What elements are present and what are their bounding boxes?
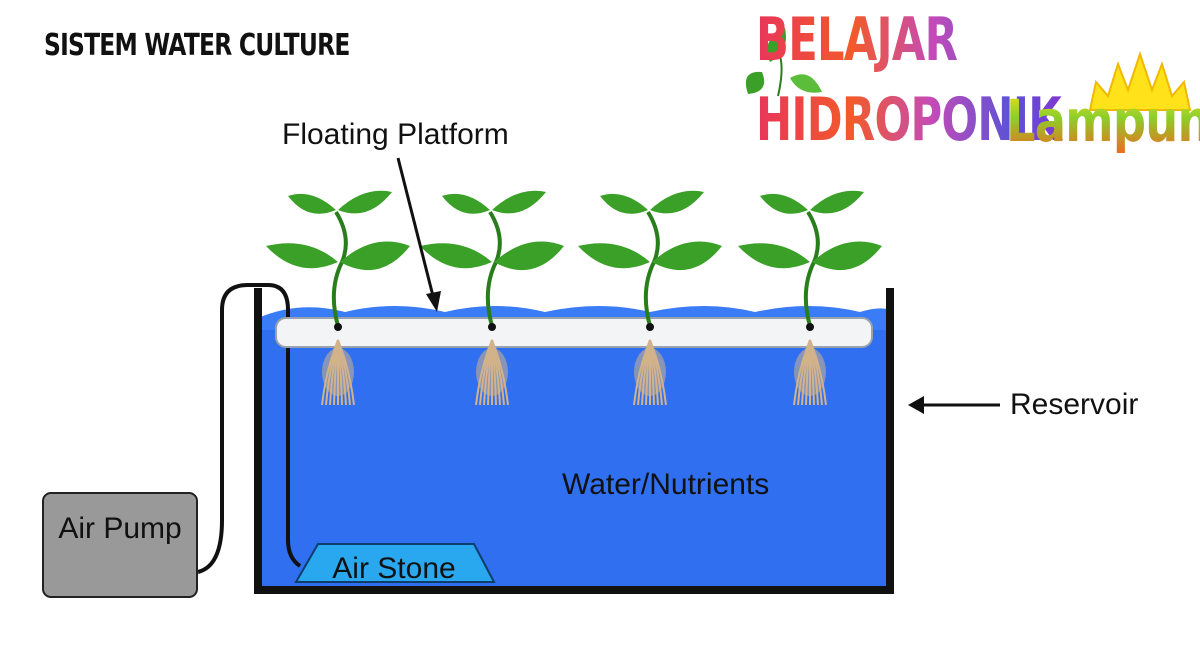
platform-hole bbox=[646, 323, 654, 331]
plant-leaf bbox=[288, 193, 336, 214]
plant-stem bbox=[331, 210, 348, 327]
plant-leaf bbox=[810, 190, 864, 214]
plant-leaf bbox=[420, 243, 492, 269]
plant bbox=[578, 190, 722, 406]
platform-hole bbox=[806, 323, 814, 331]
reservoir-tank bbox=[254, 288, 894, 594]
plant-leaf bbox=[340, 241, 410, 271]
plant-leaf bbox=[494, 241, 564, 271]
plant-leaf bbox=[650, 190, 704, 214]
air-stone bbox=[294, 543, 496, 583]
plant-roots bbox=[633, 339, 667, 406]
reservoir-arrow bbox=[908, 396, 1000, 414]
plant-leaf bbox=[266, 243, 338, 269]
plant-roots bbox=[321, 339, 355, 406]
platform-hole bbox=[334, 323, 342, 331]
plant-leaf bbox=[600, 193, 648, 214]
plant-leaf bbox=[492, 190, 546, 214]
logo-text-main: BELAJAR HIDROPONIK bbox=[756, 0, 1076, 160]
label-water-nutrients: Water/Nutrients bbox=[562, 468, 770, 501]
label-reservoir: Reservoir bbox=[1010, 388, 1139, 421]
platform-arrow bbox=[396, 157, 441, 312]
plant-stem bbox=[643, 210, 660, 327]
plant-roots bbox=[475, 339, 509, 406]
plant-leaf bbox=[738, 243, 810, 269]
plant-leaf bbox=[760, 193, 808, 214]
logo-leaf-icon bbox=[745, 28, 822, 97]
plant bbox=[266, 190, 410, 406]
diagram-title: SISTEM WATER CULTURE bbox=[44, 28, 350, 63]
plant-roots bbox=[793, 339, 827, 406]
plant-leaf bbox=[578, 243, 650, 269]
logo-text-sub: Lampung bbox=[1006, 86, 1200, 156]
plant-leaf bbox=[812, 241, 882, 271]
platform-hole bbox=[488, 323, 496, 331]
plants-group bbox=[266, 190, 882, 406]
label-air-pump: Air Pump bbox=[58, 512, 182, 545]
logo-crown-icon bbox=[1088, 50, 1192, 111]
label-floating-platform: Floating Platform bbox=[282, 118, 509, 151]
plant-leaf bbox=[338, 190, 392, 214]
air-hose bbox=[197, 283, 302, 574]
plant bbox=[738, 190, 882, 406]
air-pump-box bbox=[42, 492, 198, 598]
plant-leaf bbox=[652, 241, 722, 271]
floating-platform bbox=[275, 317, 873, 348]
label-air-stone: Air Stone bbox=[332, 552, 456, 585]
plant bbox=[420, 190, 564, 406]
plant-leaf bbox=[442, 193, 490, 214]
